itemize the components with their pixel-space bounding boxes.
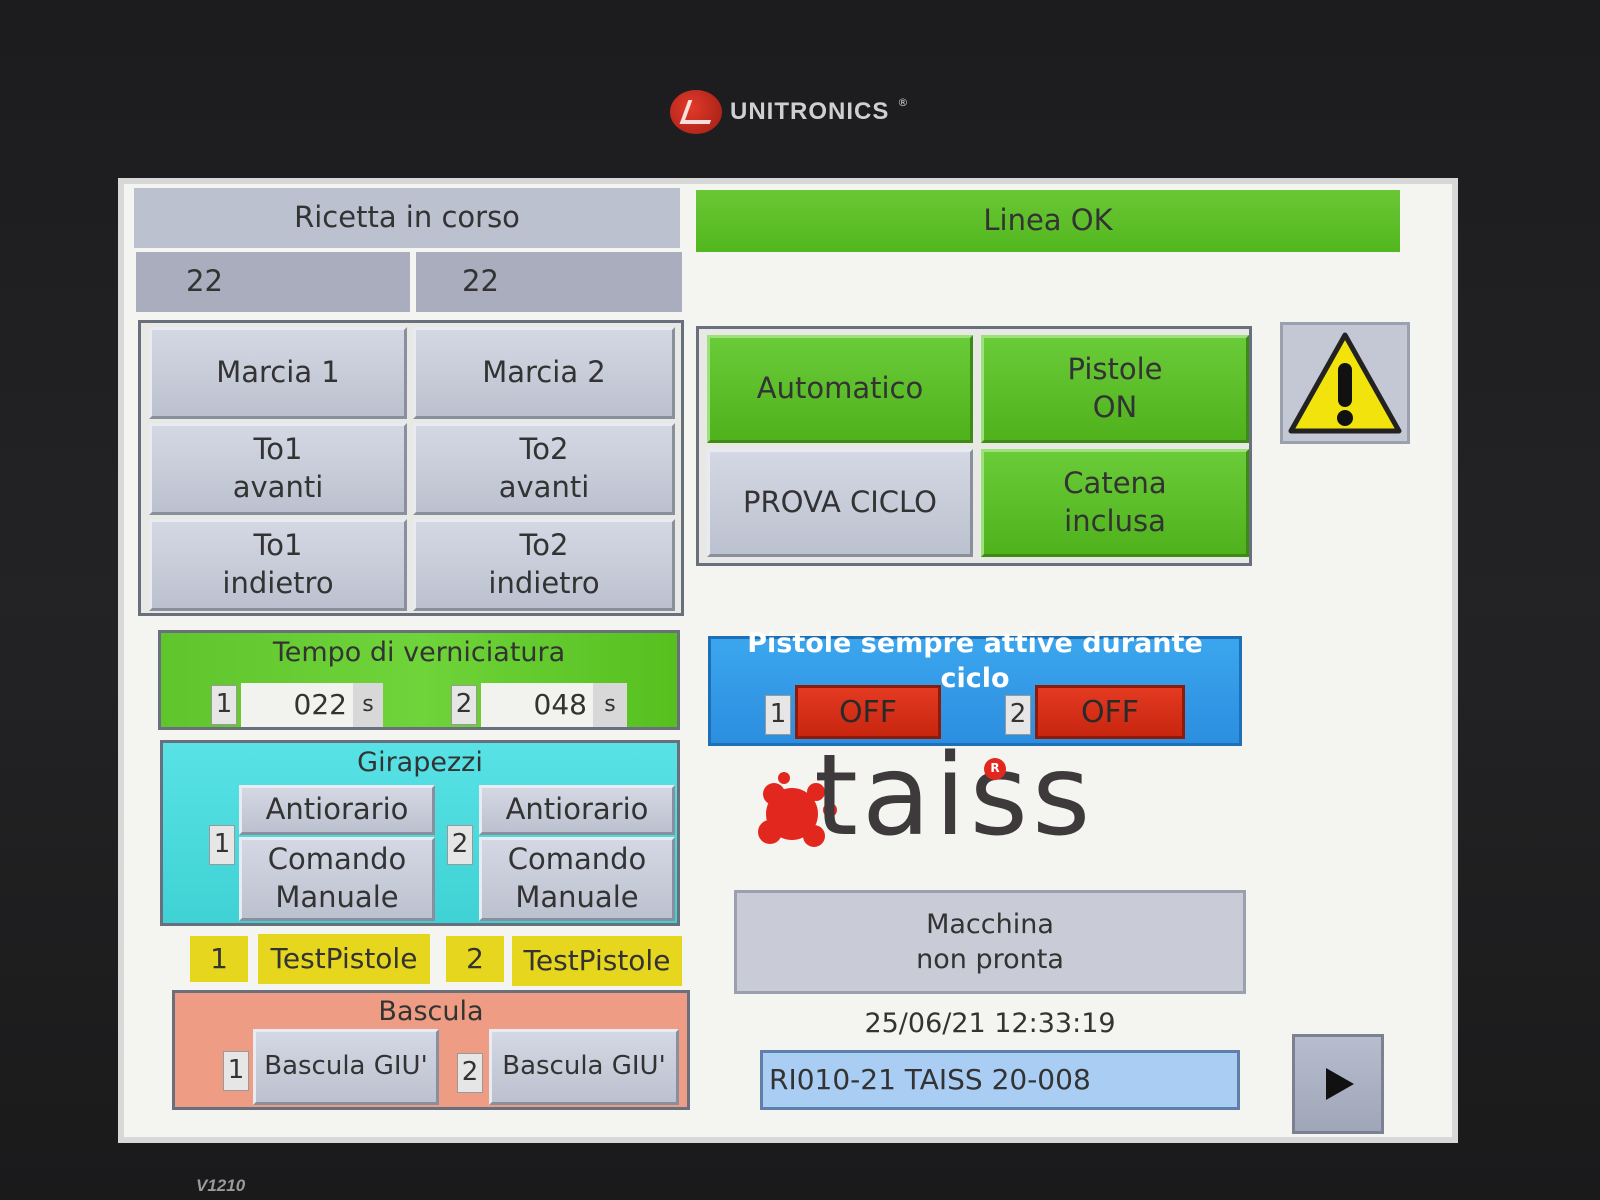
taiss-logo-text: taiss: [814, 731, 1095, 861]
bascula-index-1: 1: [223, 1051, 249, 1091]
paint-time-unit-1: s: [353, 683, 383, 727]
pistole-on-button[interactable]: Pistole ON: [981, 335, 1249, 443]
bascula-index-2: 2: [457, 1053, 483, 1093]
girapezzi-index-1: 1: [209, 825, 235, 865]
catena-inclusa-button[interactable]: Catena inclusa: [981, 449, 1249, 557]
guns-active-index-2: 2: [1005, 695, 1031, 735]
brand-registered-mark: ®: [897, 96, 909, 109]
guns-active-1-toggle[interactable]: OFF: [795, 685, 941, 739]
girapezzi-panel: Girapezzi 1 Antiorario Comando Manuale 2…: [160, 740, 680, 926]
paint-time-title: Tempo di verniciatura: [272, 637, 566, 669]
paint-time-index-2: 2: [451, 685, 477, 725]
unitronics-logo-icon: [670, 90, 722, 134]
test-guns-1-button[interactable]: TestPistole: [258, 934, 430, 984]
taiss-logo: taiss R: [744, 740, 1234, 866]
marcia-2-button[interactable]: Marcia 2: [413, 327, 675, 419]
play-arrow-icon: [1326, 1068, 1354, 1100]
girapezzi-2-comando-manuale-button[interactable]: Comando Manuale: [479, 837, 675, 921]
automatico-button[interactable]: Automatico: [707, 335, 973, 443]
model-label: V1210: [196, 1176, 246, 1195]
bascula-2-giu-button[interactable]: Bascula GIU': [489, 1029, 679, 1105]
recipe-title: Ricetta in corso: [134, 188, 680, 248]
warning-triangle-icon: [1288, 332, 1402, 434]
datetime-display: 25/06/21 12:33:19: [864, 1008, 1116, 1040]
to2-indietro-button[interactable]: To2 indietro: [413, 519, 675, 611]
test-guns-index-1: 1: [190, 936, 248, 982]
paint-splash-icon: [758, 772, 837, 847]
taiss-registered-mark: R: [984, 758, 1006, 780]
manual-controls-panel: Marcia 1 Marcia 2 To1 avanti To2 avanti …: [138, 320, 684, 616]
girapezzi-1-antiorario-button[interactable]: Antiorario: [239, 785, 435, 835]
paint-time-index-1: 1: [211, 685, 237, 725]
project-id-field: RI010-21 TAISS 20-008: [760, 1050, 1240, 1110]
to2-avanti-button[interactable]: To2 avanti: [413, 423, 675, 515]
recipe-value-2: 22: [416, 252, 682, 312]
recipe-value-1: 22: [136, 252, 410, 312]
line-status-banner: Linea OK: [696, 190, 1400, 252]
next-page-button[interactable]: [1292, 1034, 1384, 1134]
brand-name: UNITRONICS: [730, 98, 890, 125]
guns-active-2-toggle[interactable]: OFF: [1035, 685, 1185, 739]
prova-ciclo-button[interactable]: PROVA CICLO: [707, 449, 973, 557]
guns-active-title: Pistole sempre attive durante ciclo: [747, 627, 1203, 694]
test-guns-index-2: 2: [446, 936, 504, 982]
alarm-button[interactable]: [1280, 322, 1410, 444]
brand-header: UNITRONICS ®: [670, 88, 908, 136]
bascula-1-giu-button[interactable]: Bascula GIU': [253, 1029, 439, 1105]
to1-avanti-button[interactable]: To1 avanti: [149, 423, 407, 515]
girapezzi-index-2: 2: [447, 825, 473, 865]
girapezzi-title: Girapezzi: [357, 747, 483, 779]
paint-time-value-1[interactable]: 022: [241, 683, 353, 727]
guns-active-panel: Pistole sempre attive durante ciclo 1 OF…: [708, 627, 1242, 746]
guns-active-index-1: 1: [765, 695, 791, 735]
paint-time-value-2[interactable]: 048: [481, 683, 593, 727]
marcia-1-button[interactable]: Marcia 1: [149, 327, 407, 419]
machine-status: Macchina non pronta: [734, 890, 1246, 994]
paint-time-unit-2: s: [593, 683, 627, 727]
girapezzi-2-antiorario-button[interactable]: Antiorario: [479, 785, 675, 835]
test-guns-2-button[interactable]: TestPistole: [512, 936, 682, 986]
bascula-panel: Bascula 1 Bascula GIU' 2 Bascula GIU': [172, 990, 690, 1110]
girapezzi-1-comando-manuale-button[interactable]: Comando Manuale: [239, 837, 435, 921]
to1-indietro-button[interactable]: To1 indietro: [149, 519, 407, 611]
mode-panel: Automatico Pistole ON PROVA CICLO Catena…: [696, 326, 1252, 566]
bascula-title: Bascula: [378, 996, 484, 1028]
paint-time-panel: Tempo di verniciatura 1 022 s 2 048 s: [158, 630, 680, 730]
hmi-screen: Ricetta in corso 22 22 Linea OK Marcia 1…: [118, 178, 1458, 1143]
